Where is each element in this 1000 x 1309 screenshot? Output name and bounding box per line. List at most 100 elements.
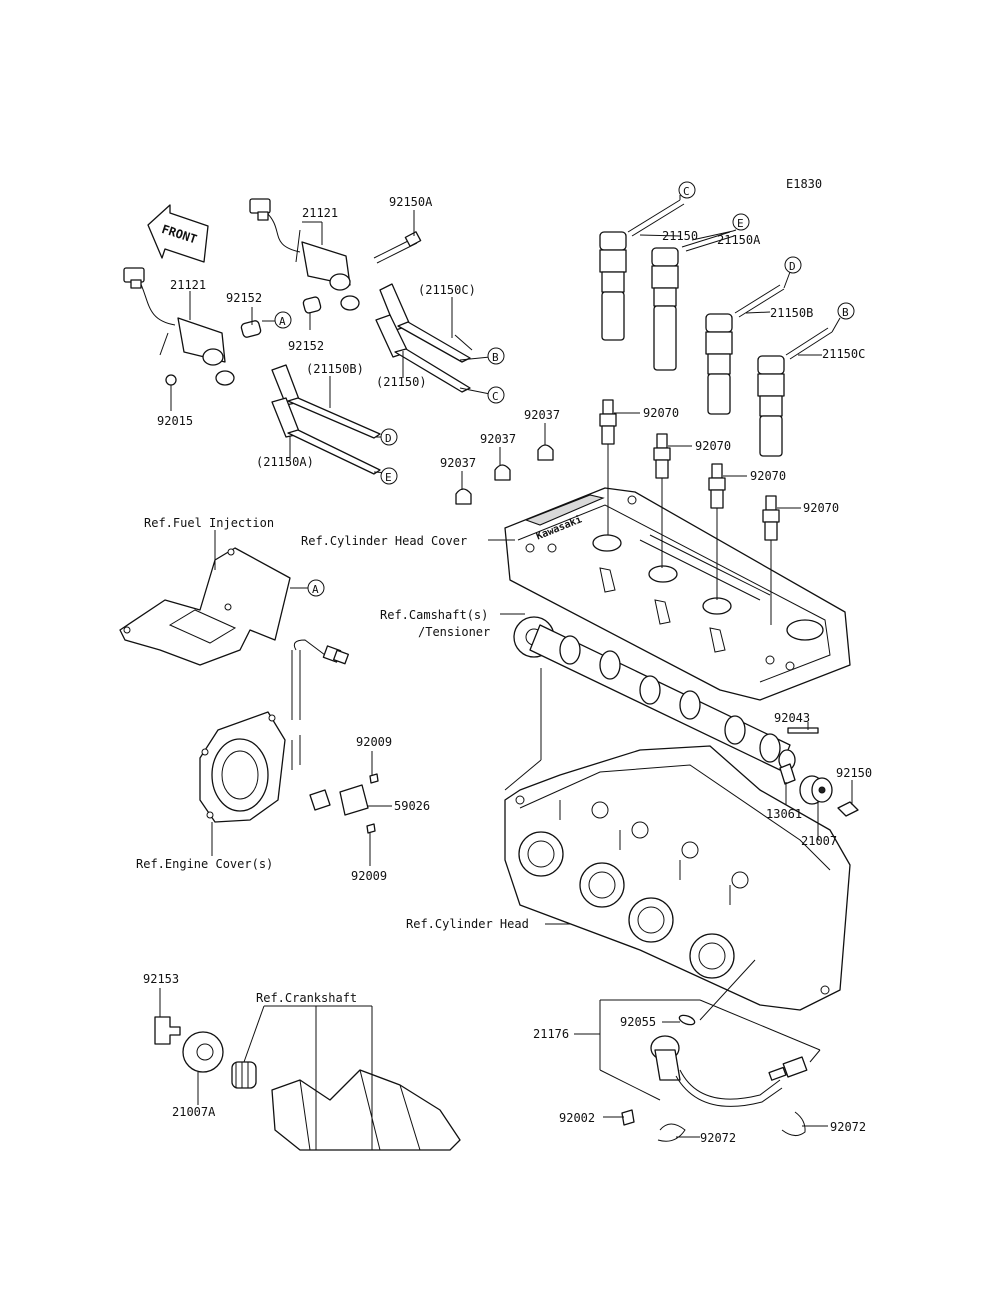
label-clamp-2: 92037 bbox=[480, 432, 516, 446]
label-cap-21150b: 21150B bbox=[770, 306, 813, 320]
label-screw-92002: 92002 bbox=[559, 1111, 595, 1125]
plug-cap-21150b bbox=[705, 284, 785, 415]
ref-tensioner: /Tensioner bbox=[418, 625, 490, 639]
grommet-left bbox=[240, 320, 262, 338]
cylinder-head bbox=[504, 745, 851, 1011]
clamp-92037-2 bbox=[494, 464, 511, 481]
callout-c-1: C bbox=[487, 386, 505, 404]
sensor-59026 bbox=[291, 639, 369, 816]
callout-e-1: E bbox=[380, 467, 398, 485]
label-oring-92055: 92055 bbox=[620, 1015, 656, 1029]
label-coil-left: 21121 bbox=[170, 278, 206, 292]
plug-cap-21150a-left bbox=[271, 397, 381, 475]
label-grommet-right: 92152 bbox=[288, 339, 324, 353]
label-clamp-3: 92037 bbox=[440, 456, 476, 470]
ignition-coil-left bbox=[123, 267, 235, 386]
ref-crankshaft: Ref.Crankshaft bbox=[256, 991, 357, 1005]
label-bolt-92153: 92153 bbox=[143, 972, 179, 986]
diagram-code: E1830 bbox=[786, 177, 822, 191]
plug-cap-21150a bbox=[651, 231, 735, 371]
plug-cap-21150c-left bbox=[379, 283, 471, 363]
svg-text:A: A bbox=[312, 583, 319, 596]
label-sensor-59026: 59026 bbox=[394, 799, 430, 813]
callout-d-2: D bbox=[784, 256, 802, 274]
ignition-coil-right bbox=[249, 198, 360, 311]
screw-92009-bottom bbox=[366, 823, 376, 834]
ref-fuel-injection: Ref.Fuel Injection bbox=[144, 516, 274, 530]
spark-plug-1 bbox=[599, 399, 617, 445]
clamp-92037-1 bbox=[537, 444, 554, 461]
fuel-injection-bracket bbox=[119, 547, 291, 666]
svg-text:D: D bbox=[385, 432, 392, 445]
cylinder-head-cover: Kawasaki bbox=[504, 487, 851, 701]
bolt-92153 bbox=[154, 1016, 181, 1045]
label-sensor-21176: 21176 bbox=[533, 1027, 569, 1041]
label-nut-92015: 92015 bbox=[157, 414, 193, 428]
label-clamp-92072-b: 92072 bbox=[830, 1120, 866, 1134]
screw-92002 bbox=[621, 1109, 635, 1126]
label-cap-21150a-paren: (21150A) bbox=[256, 455, 314, 469]
label-coil-right: 21121 bbox=[302, 206, 338, 220]
nut-92015 bbox=[165, 374, 177, 386]
callout-c-2: C bbox=[678, 181, 696, 199]
label-plug-3: 92070 bbox=[750, 469, 786, 483]
bolt-92150a bbox=[373, 231, 422, 264]
clamp-92037-3 bbox=[455, 488, 472, 505]
callout-b-1: B bbox=[487, 347, 505, 365]
spark-plug-2 bbox=[653, 433, 671, 479]
label-plug-1: 92070 bbox=[643, 406, 679, 420]
label-screw-top: 92009 bbox=[356, 735, 392, 749]
label-rotor-21007: 21007 bbox=[801, 834, 837, 848]
ref-engine-cover: Ref.Engine Cover(s) bbox=[136, 857, 273, 871]
leader-lines bbox=[159, 195, 853, 1150]
timing-rotor-21007a bbox=[182, 1031, 224, 1073]
bolt-13061 bbox=[779, 763, 796, 785]
bolt-92150 bbox=[837, 801, 859, 817]
label-clamp-1: 92037 bbox=[524, 408, 560, 422]
label-plug-2: 92070 bbox=[695, 439, 731, 453]
screw-92009-top bbox=[369, 773, 379, 784]
ref-cylinder-head-cover: Ref.Cylinder Head Cover bbox=[301, 534, 467, 548]
callout-a-2: A bbox=[307, 579, 325, 597]
grommet-right bbox=[302, 296, 322, 314]
oring-92055 bbox=[678, 1014, 696, 1026]
callout-e-2: E bbox=[732, 213, 750, 231]
label-grommet-left: 92152 bbox=[226, 291, 262, 305]
crankshaft bbox=[231, 1061, 461, 1151]
callout-d-1: D bbox=[380, 428, 398, 446]
plug-cap-21150c bbox=[757, 327, 833, 457]
svg-text:C: C bbox=[492, 390, 499, 403]
label-cap-21150a: 21150A bbox=[717, 233, 761, 247]
svg-text:C: C bbox=[683, 185, 690, 198]
label-bolt-13061: 13061 bbox=[766, 807, 802, 821]
label-rotor-21007a: 21007A bbox=[172, 1105, 216, 1119]
callout-a-1: A bbox=[274, 311, 292, 329]
callout-b-2: B bbox=[837, 302, 855, 320]
svg-text:E: E bbox=[385, 471, 392, 484]
plug-cap-21150 bbox=[599, 199, 685, 341]
label-cap-21150: 21150 bbox=[662, 229, 698, 243]
front-arrow-icon: FRONT bbox=[147, 204, 209, 263]
svg-text:B: B bbox=[492, 351, 499, 364]
label-cap-21150c-paren: (21150C) bbox=[418, 283, 476, 297]
label-cap-21150-paren: (21150) bbox=[376, 375, 427, 389]
label-cap-21150c: 21150C bbox=[822, 347, 865, 361]
svg-text:A: A bbox=[279, 315, 286, 328]
clamp-92072-b bbox=[781, 1111, 806, 1136]
label-clamp-92072-a: 92072 bbox=[700, 1131, 736, 1145]
label-plug-4: 92070 bbox=[803, 501, 839, 515]
spark-plug-4 bbox=[762, 495, 780, 541]
ref-cylinder-head: Ref.Cylinder Head bbox=[406, 917, 529, 931]
ref-camshaft: Ref.Camshaft(s) bbox=[380, 608, 488, 622]
spark-plug-3 bbox=[708, 463, 726, 509]
svg-text:E: E bbox=[737, 217, 744, 230]
svg-text:B: B bbox=[842, 306, 849, 319]
label-pin-92043: 92043 bbox=[774, 711, 810, 725]
label-cap-21150b-paren: (21150B) bbox=[306, 362, 364, 376]
camshaft bbox=[513, 616, 796, 771]
label-bolt-92150: 92150 bbox=[836, 766, 872, 780]
engine-cover bbox=[199, 711, 286, 823]
clamp-92072-a bbox=[657, 1123, 686, 1142]
rotor-21007 bbox=[799, 775, 833, 805]
